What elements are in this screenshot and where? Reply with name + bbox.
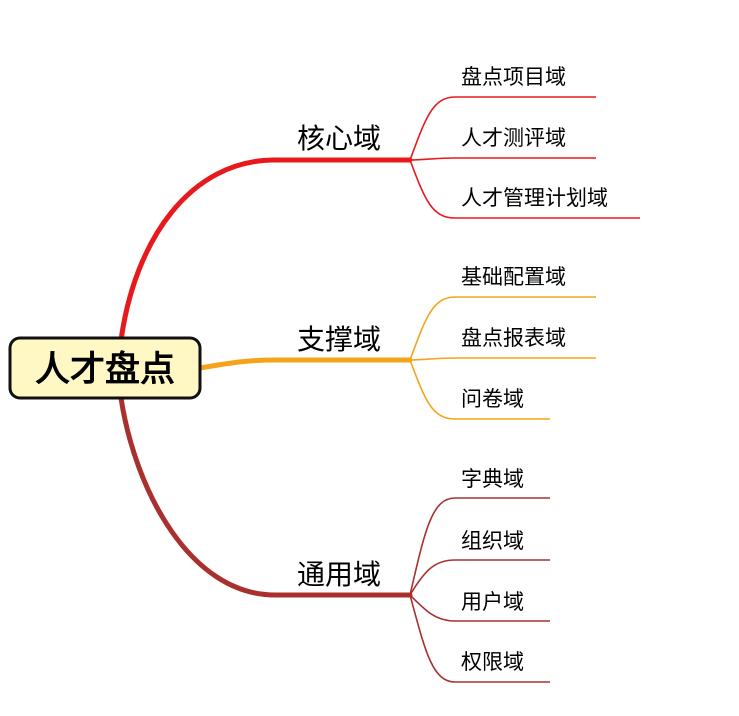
connector-support-2: [409, 357, 596, 361]
connector-common-1: [409, 497, 550, 596]
domain-label-core: 核心域: [297, 122, 381, 155]
connector-core: [118, 157, 413, 343]
connector-core-2: [409, 157, 596, 161]
leaf-label-support-2: 盘点报表域: [461, 326, 566, 350]
root-box: [8, 336, 202, 400]
connector-support-1: [409, 296, 596, 361]
leaf-label-core-3: 人才管理计划域: [461, 186, 608, 210]
leaf-label-common-2: 组织域: [461, 529, 524, 553]
connector-support: [197, 357, 413, 371]
leaf-label-common-3: 用户域: [461, 590, 524, 614]
leaf-label-core-2: 人才测评域: [461, 126, 566, 150]
branch-core: 核心域 盘点项目域 人才测评域 人才管理计划域: [118, 65, 640, 343]
connector-core-1: [409, 96, 596, 161]
branch-support: 支撑域 基础配置域 盘点报表域 问卷域: [197, 265, 596, 420]
branch-common: 通用域 字典域 组织域 用户域 权限域: [118, 395, 550, 683]
leaf-label-common-4: 权限域: [461, 650, 524, 674]
root-node: 人才盘点: [8, 336, 202, 400]
connector-common-3: [409, 594, 550, 622]
domain-label-support: 支撑域: [297, 323, 381, 356]
connector-common-4: [409, 594, 550, 683]
leaf-label-support-3: 问卷域: [461, 387, 524, 411]
leaf-label-support-1: 基础配置域: [461, 265, 566, 289]
connector-support-3: [409, 359, 550, 420]
leaf-label-core-1: 盘点项目域: [461, 65, 566, 89]
leaf-label-common-1: 字典域: [461, 467, 524, 491]
connector-core-3: [409, 159, 640, 219]
connector-common: [118, 395, 413, 598]
domain-label-common: 通用域: [297, 558, 381, 591]
connector-common-2: [409, 559, 550, 596]
root-label: 人才盘点: [35, 349, 175, 390]
